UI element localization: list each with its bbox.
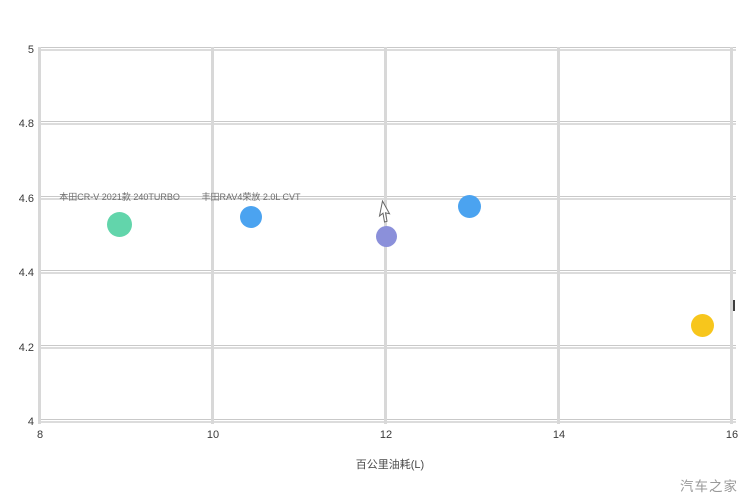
point-green-label: 本田CR-V 2021款 240TURBO: [59, 192, 180, 202]
point-purple[interactable]: [375, 225, 397, 247]
x-tick-label: 16: [725, 429, 739, 441]
y-tick-label: 4.8: [18, 118, 34, 131]
v-gridline: [38, 47, 41, 424]
point-green[interactable]: [107, 212, 133, 238]
x-axis-title: 百公里油耗(L): [355, 459, 425, 471]
x-tick-label: 12: [379, 429, 393, 441]
h-gridline: [38, 421, 736, 423]
clipped-label-mark: [733, 300, 735, 311]
h-gridline: [38, 197, 736, 200]
point-blue-1[interactable]: [240, 206, 263, 229]
x-tick-label: 10: [206, 429, 220, 441]
watermark-autohome: 汽车之家: [680, 479, 738, 494]
mouse-cursor-icon: [378, 200, 391, 223]
h-gridline: [38, 419, 736, 420]
h-gridline: [38, 47, 736, 48]
x-tick-label: 8: [36, 429, 44, 441]
v-gridline: [557, 47, 560, 424]
v-gridline: [730, 47, 733, 424]
h-gridline: [38, 49, 736, 51]
y-tick-label: 4: [27, 416, 34, 428]
x-tick-label: 14: [552, 429, 566, 441]
y-tick-label: 4.4: [18, 267, 34, 280]
point-blue-1-label: 丰田RAV4荣放 2.0L CVT: [201, 192, 301, 202]
h-gridline: [38, 346, 736, 349]
y-tick-label: 4.6: [18, 192, 34, 205]
h-gridline: [38, 272, 736, 275]
v-gridline: [211, 47, 214, 424]
point-blue-2[interactable]: [458, 194, 482, 218]
point-yellow[interactable]: [691, 313, 715, 337]
h-gridline: [38, 123, 736, 126]
y-tick-label: 4.2: [18, 341, 34, 354]
h-gridline: [38, 270, 736, 272]
h-gridline: [38, 195, 736, 197]
h-gridline: [38, 121, 736, 123]
y-tick-label: 5: [27, 44, 34, 56]
h-gridline: [38, 344, 736, 346]
